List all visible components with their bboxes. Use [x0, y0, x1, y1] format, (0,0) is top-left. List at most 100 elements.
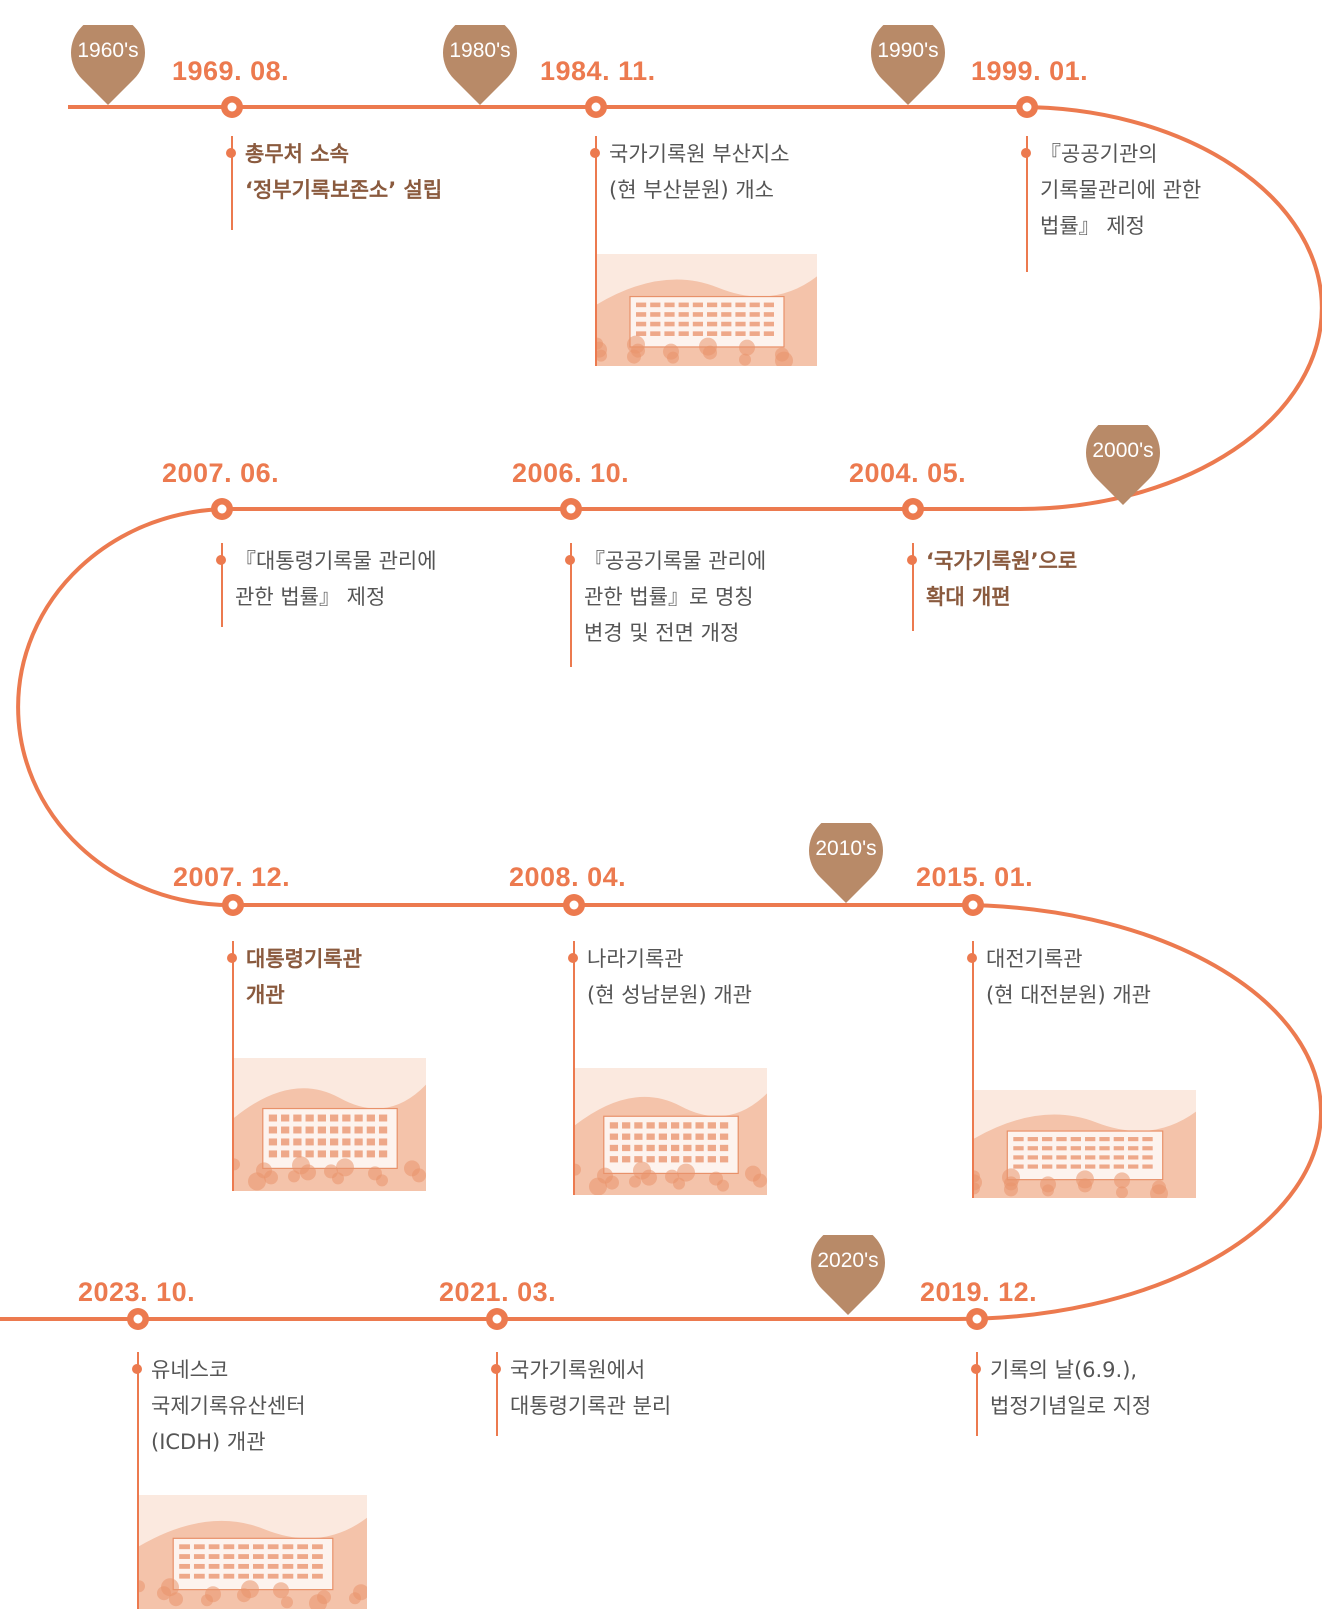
timeline-node-center	[908, 504, 918, 514]
event-description-e2019: 기록의 날(6.9.), 법정기념일로 지정	[971, 1352, 1152, 1436]
event-text-line: 대통령기록관 분리	[510, 1394, 672, 1418]
connector-line	[137, 1488, 139, 1495]
decade-pin-d1960: 1960's	[68, 25, 148, 105]
event-text-line: 기록의 날(6.9.),	[990, 1358, 1138, 1382]
event-text-line: 대통령기록관	[246, 947, 362, 971]
event-text-line: 국가기록원 부산지소	[609, 142, 790, 166]
timeline-node-center	[591, 102, 601, 112]
event-date: 2008. 04.	[509, 862, 627, 892]
timeline-node-center	[217, 504, 227, 514]
timeline-node-center	[227, 102, 237, 112]
event-description-e2015: 대전기록관(현 대전분원) 개관	[967, 941, 1151, 1025]
decade-pin-d1980: 1980's	[440, 25, 520, 105]
map-pin-icon	[1086, 425, 1160, 505]
bullet-dot-icon	[565, 555, 575, 565]
building-illustration	[573, 1068, 767, 1195]
timeline-node-center	[566, 504, 576, 514]
event-text-line: ‘정부기록보존소’ 설립	[245, 178, 443, 202]
event-text-line: 『대통령기록물 관리에	[235, 549, 437, 573]
decade-label: 2000's	[1092, 439, 1154, 462]
event-text-line: 국제기록유산센터	[151, 1394, 306, 1418]
event-text-line: (ICDH) 개관	[151, 1430, 266, 1454]
event-text-line: 법률』 제정	[1040, 214, 1145, 238]
event-date: 2019. 12.	[920, 1277, 1038, 1307]
bullet-dot-icon	[590, 148, 600, 158]
event-text-line: 총무처 소속	[245, 142, 349, 166]
connector-line	[232, 1031, 234, 1058]
event-text-line: 확대 개편	[926, 585, 1011, 609]
timeline-node-center	[968, 900, 978, 910]
event-text-line: 개관	[246, 983, 285, 1007]
event-text-line: (현 성남분원) 개관	[587, 983, 752, 1007]
event-text-line: 변경 및 전면 개정	[584, 621, 740, 645]
event-date: 2007. 12.	[173, 862, 291, 892]
decade-pin-d1990: 1990's	[868, 25, 948, 105]
event-text-line: ‘국가기록원’으로	[926, 549, 1078, 573]
event-date: 2015. 01.	[916, 862, 1034, 892]
event-text-line: 관한 법률』로 명칭	[584, 585, 754, 609]
connector-line	[573, 1025, 575, 1068]
timeline-node-center	[1022, 102, 1032, 112]
timeline-node-center	[569, 900, 579, 910]
event-text-line: 법정기념일로 지정	[990, 1394, 1152, 1418]
event-date: 2021. 03.	[439, 1277, 557, 1307]
event-date: 1984. 11.	[540, 56, 656, 86]
event-description-e1984: 국가기록원 부산지소 (현 부산분원) 개소	[590, 136, 790, 220]
building-sketch-icon	[974, 1090, 1196, 1198]
decade-pin-d2010: 2010's	[806, 823, 886, 903]
bullet-dot-icon	[907, 555, 917, 565]
event-text-line: (현 부산분원) 개소	[609, 178, 774, 202]
map-pin-icon	[871, 25, 945, 105]
timeline-node-center	[972, 1314, 982, 1324]
event-date: 2023. 10.	[78, 1277, 196, 1307]
building-illustration	[972, 1090, 1196, 1198]
event-date: 1969. 08.	[172, 56, 290, 86]
decade-pin-d2000: 2000's	[1083, 425, 1163, 505]
bullet-dot-icon	[1021, 148, 1031, 158]
bullet-dot-icon	[132, 1364, 142, 1374]
map-pin-icon	[811, 1235, 885, 1315]
decade-label: 1960's	[77, 39, 139, 62]
event-text-line: 유네스코	[151, 1358, 229, 1382]
bullet-dot-icon	[491, 1364, 501, 1374]
event-text-line: 대전기록관	[986, 947, 1083, 971]
event-text-line: 기록물관리에 관한	[1040, 178, 1202, 202]
event-text-line: 관한 법률』 제정	[235, 585, 386, 609]
timeline-node-center	[133, 1314, 143, 1324]
event-text-line: 『공공기록물 관리에	[584, 549, 767, 573]
bullet-dot-icon	[971, 1364, 981, 1374]
connector-line	[972, 1025, 974, 1090]
event-text-line: 『공공기관의	[1040, 142, 1158, 166]
event-date: 2004. 05.	[849, 458, 967, 488]
building-illustration	[232, 1058, 426, 1191]
decade-label: 1990's	[877, 39, 939, 62]
decade-pin-d2020: 2020's	[808, 1235, 888, 1315]
decade-label: 1980's	[449, 39, 511, 62]
building-illustration	[595, 254, 817, 366]
map-pin-icon	[71, 25, 145, 105]
building-sketch-icon	[597, 254, 817, 366]
event-description-e2008: 나라기록관(현 성남분원) 개관	[568, 941, 752, 1025]
event-text-line: 국가기록원에서	[510, 1358, 646, 1382]
decade-label: 2010's	[815, 837, 877, 860]
connector-line	[595, 220, 597, 254]
bullet-dot-icon	[227, 953, 237, 963]
bullet-dot-icon	[226, 148, 236, 158]
building-illustration	[137, 1495, 367, 1609]
building-sketch-icon	[234, 1058, 426, 1191]
building-sketch-icon	[139, 1495, 367, 1609]
building-sketch-icon	[575, 1068, 767, 1195]
bullet-dot-icon	[967, 953, 977, 963]
event-description-e1969: 총무처 소속 ‘정부기록보존소’ 설립	[226, 136, 443, 230]
timeline-node-center	[492, 1314, 502, 1324]
event-date: 2007. 06.	[162, 458, 280, 488]
